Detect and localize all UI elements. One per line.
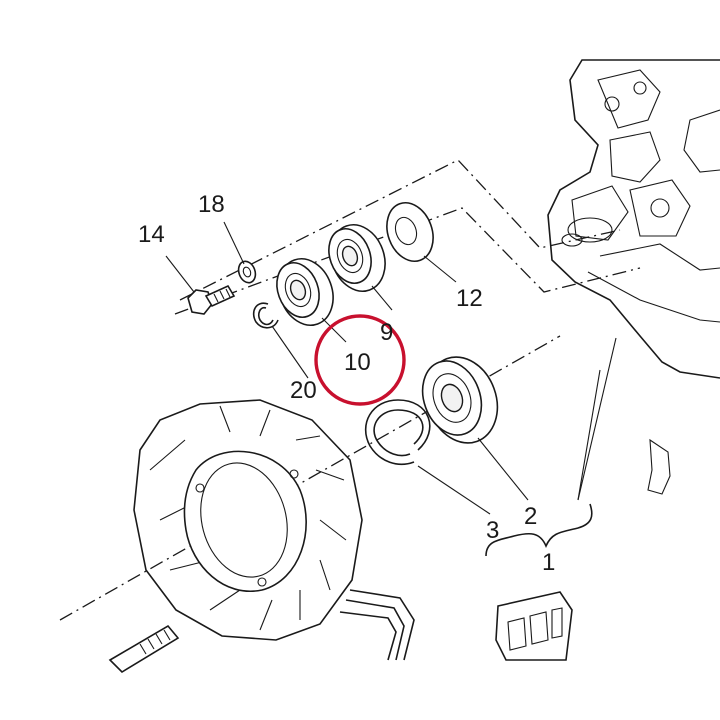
callout-12: 12	[456, 285, 483, 312]
highlight-circle	[314, 314, 406, 406]
callout-3: 3	[486, 517, 499, 544]
stator-assembly	[133, 399, 363, 641]
part-2-bearing	[421, 356, 499, 444]
callout-14: 14	[138, 221, 165, 248]
callout-9: 9	[380, 319, 393, 346]
callout-10: 10	[344, 349, 371, 376]
callout-20: 20	[290, 377, 317, 404]
part-20-circlip	[252, 302, 279, 329]
stud-bolt	[108, 624, 180, 674]
callout-18: 18	[198, 191, 225, 218]
connector-plug	[495, 591, 573, 661]
part-12-shim-washer	[386, 202, 434, 262]
callout-2: 2	[524, 503, 537, 530]
callout-1: 1	[542, 549, 555, 576]
wiring-harness	[339, 589, 415, 661]
part-3-circlip	[364, 399, 431, 466]
part-14-bolt	[187, 284, 236, 315]
part-9-bearing	[328, 224, 386, 292]
part-10-bearing	[276, 258, 334, 326]
leader-lines	[165, 221, 617, 515]
crankcase-housing	[547, 59, 720, 495]
part-1-bracket	[485, 503, 593, 557]
